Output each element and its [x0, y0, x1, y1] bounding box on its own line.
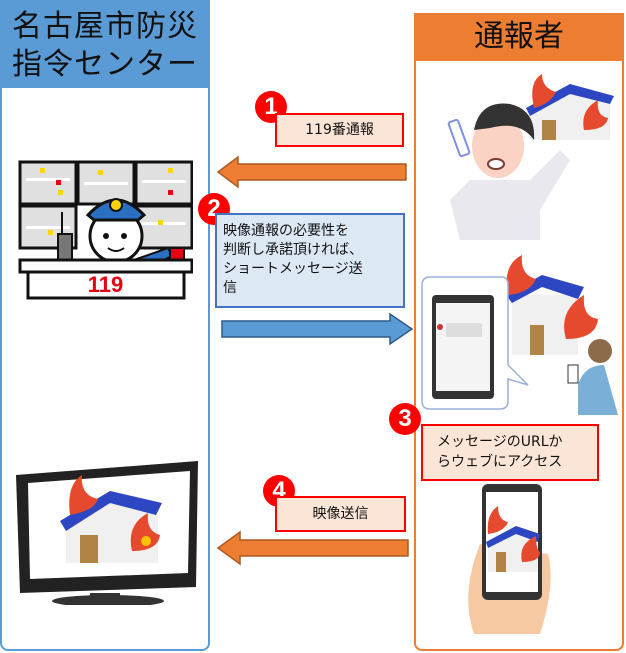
step-3-line-1: メッセージのURLか	[437, 434, 563, 450]
dispatch-center-panel	[0, 0, 210, 651]
step-2-arrow-right	[220, 312, 414, 346]
step-2-line-3: ショートメッセージ送	[223, 261, 363, 277]
dispatch-center-title-line1: 名古屋市防災	[12, 9, 198, 44]
caller-illustration	[430, 70, 615, 240]
step-2-line-1: 映像通報の必要性を	[223, 223, 349, 239]
caller-header: 通報者	[414, 13, 624, 61]
step-2-label: 映像通報の必要性を 判断し承諾頂ければ、 ショートメッセージ送 信	[215, 213, 405, 308]
step-2-line-4: 信	[223, 280, 237, 296]
dispatch-center-title-line2: 指令センター	[12, 47, 198, 82]
step-2-line-2: 判断し承諾頂ければ、	[223, 242, 363, 258]
caller-panel	[414, 13, 624, 651]
step-4-arrow-left	[216, 530, 410, 566]
monitor-illustration	[10, 455, 200, 607]
step-1-arrow-left	[216, 155, 408, 189]
dispatcher-119-sign: 119	[87, 272, 124, 297]
step-1-label: 119番通報	[275, 113, 404, 147]
dispatcher-illustration: 119	[18, 160, 194, 300]
step-3-label: メッセージのURLか らウェブにアクセス	[421, 424, 599, 481]
video-streaming-phone-illustration	[460, 484, 560, 639]
step-3-line-2: らウェブにアクセス	[437, 454, 563, 470]
sms-received-illustration	[418, 255, 618, 415]
dispatch-center-header: 名古屋市防災 指令センター	[0, 0, 210, 88]
step-3-badge: 3	[389, 403, 421, 435]
step-4-label: 映像送信	[275, 496, 406, 532]
